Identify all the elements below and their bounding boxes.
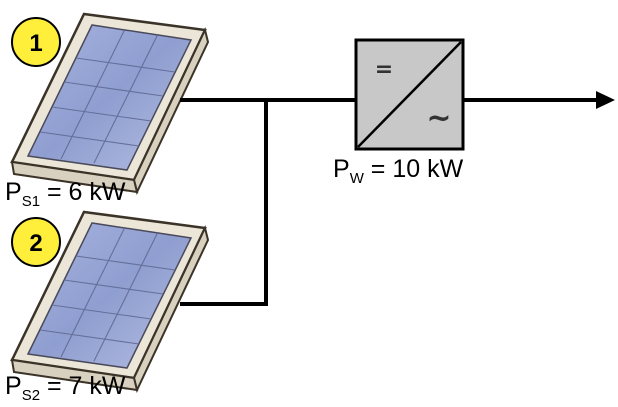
panel-1-badge: 1	[11, 17, 61, 67]
panel-2-badge: 2	[11, 217, 61, 267]
output-arrow-icon	[596, 91, 615, 109]
solar-panel-2	[10, 210, 210, 393]
inverter-power-label: PW = 10 kW	[333, 155, 464, 187]
panel-1-badge-number: 1	[29, 30, 42, 57]
wiring	[180, 98, 598, 306]
inverter: = ~	[354, 38, 465, 151]
panel-1-power-label: PS1 = 6 kW	[5, 178, 126, 210]
dc-symbol-icon: =	[375, 57, 393, 82]
panel-2-badge-number: 2	[29, 230, 42, 257]
solar-panel-1	[10, 12, 210, 195]
ac-symbol-icon: ~	[426, 101, 451, 136]
panel-2-power-label: PS2 = 7 kW	[5, 372, 126, 404]
